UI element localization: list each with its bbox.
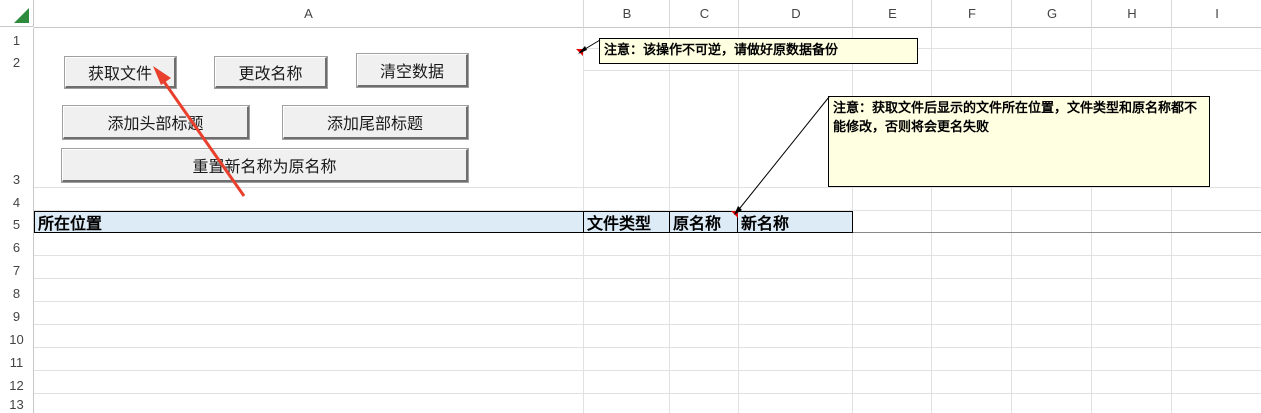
note1-connector-arrowhead-icon — [578, 46, 587, 54]
row-header-12[interactable]: 12 — [0, 371, 34, 394]
column-header-b[interactable]: B — [583, 0, 670, 28]
note-rename-warning[interactable]: 注意：获取文件后显示的文件所在位置，文件类型和原名称都不能修改，否则将会更名失败 — [828, 96, 1210, 187]
row-header-13[interactable]: 13 — [0, 394, 34, 413]
add-tail-title-button[interactable]: 添加尾部标题 — [283, 106, 468, 139]
note2-connector-line — [735, 96, 830, 214]
column-header-d[interactable]: D — [738, 0, 853, 28]
header-original-name[interactable]: 原名称 — [670, 211, 738, 233]
row-header-4[interactable]: 4 — [0, 188, 34, 211]
note-backup-warning[interactable]: 注意：该操作不可逆，请做好原数据备份 — [599, 38, 918, 64]
row-header-9[interactable]: 9 — [0, 302, 34, 325]
red-pointer-arrowhead-icon — [153, 66, 171, 85]
column-header-h[interactable]: H — [1091, 0, 1172, 28]
row-header-2[interactable]: 2 — [0, 49, 34, 71]
column-header-a[interactable]: A — [34, 0, 583, 28]
row-header-8[interactable]: 8 — [0, 279, 34, 302]
row-header-6[interactable]: 6 — [0, 233, 34, 256]
rename-button[interactable]: 更改名称 — [215, 57, 327, 88]
add-head-title-button[interactable]: 添加头部标题 — [63, 106, 249, 139]
column-header-i[interactable]: I — [1171, 0, 1261, 28]
column-header-c[interactable]: C — [669, 0, 739, 28]
header-file-type[interactable]: 文件类型 — [584, 211, 670, 233]
reset-name-button[interactable]: 重置新名称为原名称 — [62, 149, 468, 182]
red-pointer-arrow-line — [158, 75, 246, 197]
row-header-1[interactable]: 1 — [0, 28, 34, 49]
select-all-corner[interactable] — [0, 0, 34, 27]
note2-connector-arrowhead-icon — [734, 206, 742, 215]
row-header-5[interactable]: 5 — [0, 211, 34, 233]
column-header-g[interactable]: G — [1011, 0, 1092, 28]
row-header-3[interactable]: 3 — [0, 71, 34, 188]
clear-data-button[interactable]: 清空数据 — [357, 54, 468, 87]
row-header-11[interactable]: 11 — [0, 348, 34, 371]
header-location[interactable]: 所在位置 — [34, 211, 584, 233]
column-header-f[interactable]: F — [931, 0, 1012, 28]
select-all-triangle-icon — [14, 8, 29, 23]
column-header-e[interactable]: E — [852, 0, 932, 28]
header-new-name[interactable]: 新名称 — [738, 211, 853, 233]
row-header-7[interactable]: 7 — [0, 256, 34, 279]
row-header-10[interactable]: 10 — [0, 325, 34, 348]
